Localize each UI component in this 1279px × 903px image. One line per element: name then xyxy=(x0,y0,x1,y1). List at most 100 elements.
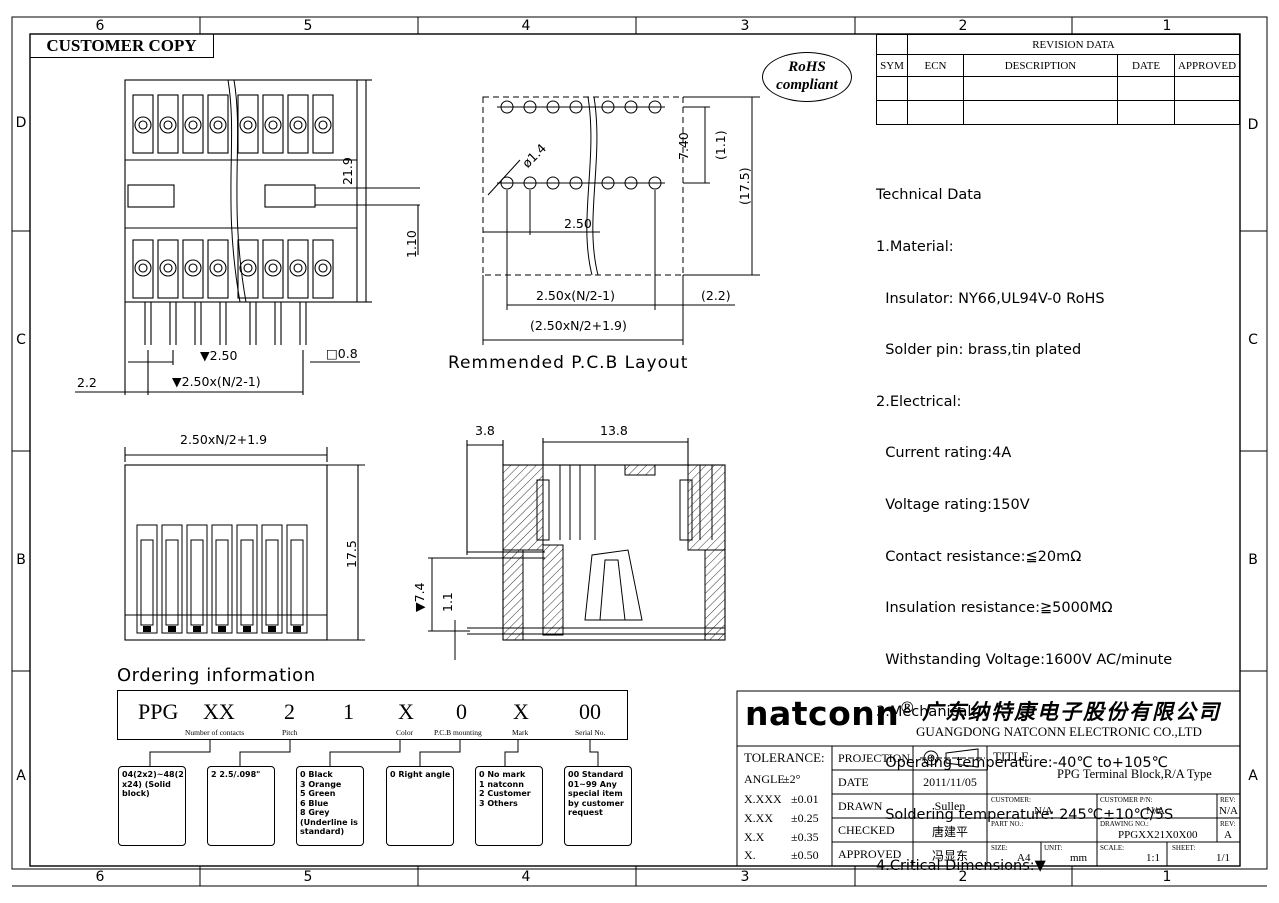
sublabel-mark: Mark xyxy=(512,728,529,737)
code-ppg: PPG xyxy=(138,699,179,724)
zone-col-1: 1 xyxy=(1162,18,1172,34)
dim-pcb-22: (2.2) xyxy=(701,288,731,303)
tech-line: 4.Critical Dimensions:▼ xyxy=(876,858,1046,875)
dim-left-offset: 2.2 xyxy=(77,375,97,390)
sheet-label: SHEET: xyxy=(1172,844,1196,852)
dim-front-height-text: 21.9 xyxy=(340,157,355,185)
pcb-caption: Remmended P.C.B Layout xyxy=(448,353,689,373)
option-pitch: 2 2.5/.098" xyxy=(207,766,275,846)
dim-front-pin-text: 1.10 xyxy=(404,230,419,258)
value-approved: 冯显东 xyxy=(931,849,968,863)
scale-label: SCALE: xyxy=(1100,844,1125,852)
option-serial-text: 00 Standard 01~99 Any special item by cu… xyxy=(568,770,624,817)
customer-copy-label: CUSTOMER COPY xyxy=(30,34,214,58)
dim-side-138: 13.8 xyxy=(600,423,628,438)
revision-title: REVISION DATA xyxy=(907,34,1240,55)
tech-line: Solder pin: brass,tin plated xyxy=(876,342,1082,359)
zone-col-2-bottom: 2 xyxy=(958,869,968,885)
revision-header-ecn: ECN xyxy=(907,54,964,77)
zone-col-5-bottom: 5 xyxy=(303,869,313,885)
dim-pitch-marked: ▼2.50 xyxy=(200,348,238,363)
tech-line: Soldering temperature: 245℃±10℃/5S xyxy=(876,806,1174,823)
code-1: 1 xyxy=(343,699,354,724)
unit-label: UNIT: xyxy=(1044,844,1063,852)
revision-header-date: DATE xyxy=(1117,54,1175,77)
revision-header-description: DESCRIPTION xyxy=(963,54,1118,77)
part-label: PART NO.: xyxy=(991,820,1024,828)
tol-int-val: ±0.50 xyxy=(791,848,819,862)
value-checked: 唐建平 xyxy=(931,825,968,839)
dim-pcb-740: 7.40 xyxy=(676,132,691,160)
ordering-code-box: PPG XX 2 1 X 0 X 00 Number of contacts P… xyxy=(117,690,628,740)
dim-pcb-175-text: (17.5) xyxy=(737,167,752,205)
tech-line: Withstanding Voltage:1600V AC/minute xyxy=(876,651,1173,668)
zone-col-1-bottom: 1 xyxy=(1162,869,1172,885)
dim-pcb-total: (2.50xN/2+1.9) xyxy=(530,318,627,333)
brand-logo: natconn® xyxy=(745,694,916,733)
option-contacts-text: 04(2x2)~48(2 x24) (Solid block) xyxy=(122,770,184,798)
zone-row-d: D xyxy=(15,115,27,131)
tech-line: 2.Electrical: xyxy=(876,393,962,410)
dim-pcb-250: 2.50 xyxy=(564,216,592,231)
code-mark: X xyxy=(513,699,529,724)
code-serial: 00 xyxy=(579,699,601,724)
unit-value: mm xyxy=(1070,852,1088,864)
dim-side-38: 3.8 xyxy=(475,423,495,438)
dim-bottom-height-text: 17.5 xyxy=(344,540,359,568)
rohs-line1: RoHS xyxy=(788,59,826,75)
rev-value-1: N/A xyxy=(1219,805,1238,817)
zone-row-c-right: C xyxy=(1248,332,1258,348)
zone-row-a-right: A xyxy=(1248,768,1258,784)
company-name-cn: 广东纳特康电子股份有限公司 xyxy=(922,700,1221,724)
tech-line: Insulation resistance:≧5000MΩ xyxy=(876,600,1113,617)
revision-header-sym: SYM xyxy=(876,54,908,77)
label-projection: PROJECTION xyxy=(838,751,911,765)
zone-col-4: 4 xyxy=(521,18,531,34)
zone-col-3-bottom: 3 xyxy=(740,869,750,885)
tol-int-key: X. xyxy=(744,848,756,862)
dim-pitch-total: ▼2.50x(N/2-1) xyxy=(172,374,261,389)
ordering-title: Ordering information xyxy=(117,665,316,686)
sublabel-contacts: Number of contacts xyxy=(185,728,245,737)
label-date: DATE xyxy=(838,775,869,789)
zone-row-b: B xyxy=(16,552,26,568)
rev-label-2: REV: xyxy=(1220,820,1236,828)
value-drawn: Sullen xyxy=(934,799,966,813)
zone-col-2: 2 xyxy=(958,18,968,34)
dim-front-height: 21.9 xyxy=(340,157,355,185)
option-contacts: 04(2x2)~48(2 x24) (Solid block) xyxy=(118,766,186,846)
rohs-line2: compliant xyxy=(776,77,838,93)
zone-row-a: A xyxy=(16,768,26,784)
revision-table: REVISION DATA SYM ECN DESCRIPTION DATE A… xyxy=(876,34,1240,125)
bottom-view-drawing xyxy=(124,447,365,641)
size-value: A4 xyxy=(1017,852,1031,864)
tech-line: Voltage rating:150V xyxy=(876,497,1030,514)
customer-value: N/A xyxy=(1034,805,1053,817)
pcb-layout-drawing xyxy=(482,96,760,345)
dim-side-11-text: 1.1 xyxy=(440,592,455,612)
option-mark: 0 No mark 1 natconn 2 Customer 3 Others xyxy=(475,766,543,846)
sublabel-serial: Serial No. xyxy=(575,728,606,737)
tech-line: Current rating:4A xyxy=(876,445,1012,462)
dim-side-74: ▼7.4 xyxy=(412,583,427,613)
tol-angle-val: ±2° xyxy=(783,772,801,786)
code-xx: XX xyxy=(203,699,235,724)
option-color: 0 Black 3 Orange 5 Green 6 Blue 8 Grey (… xyxy=(296,766,364,846)
zone-row-c: C xyxy=(16,332,26,348)
rev-value-2: A xyxy=(1224,829,1232,841)
dim-bottom-height: 17.5 xyxy=(344,540,359,568)
tech-line: 3.Mechanical: xyxy=(876,703,977,720)
technical-data: Technical Data 1.Material: Insulator: NY… xyxy=(876,153,1173,893)
size-label: SIZE: xyxy=(991,844,1008,852)
tech-line: 1.Material: xyxy=(876,239,954,256)
title-block-grid xyxy=(736,690,1240,866)
tol-xx-val: ±0.25 xyxy=(791,811,819,825)
customer-pn-value: N/A xyxy=(1146,805,1165,817)
zone-row-d-right: D xyxy=(1247,117,1259,133)
scale-value: 1:1 xyxy=(1146,852,1161,864)
dim-pcb-250n: 2.50x(N/2-1) xyxy=(536,288,615,303)
option-color-text: 0 Black 3 Orange 5 Green 6 Blue 8 Grey (… xyxy=(300,770,358,836)
zone-col-3: 3 xyxy=(740,18,750,34)
option-pcb-text: 0 Right angle xyxy=(390,770,451,779)
title-value: PPG Terminal Block,R/A Type xyxy=(1057,767,1212,781)
